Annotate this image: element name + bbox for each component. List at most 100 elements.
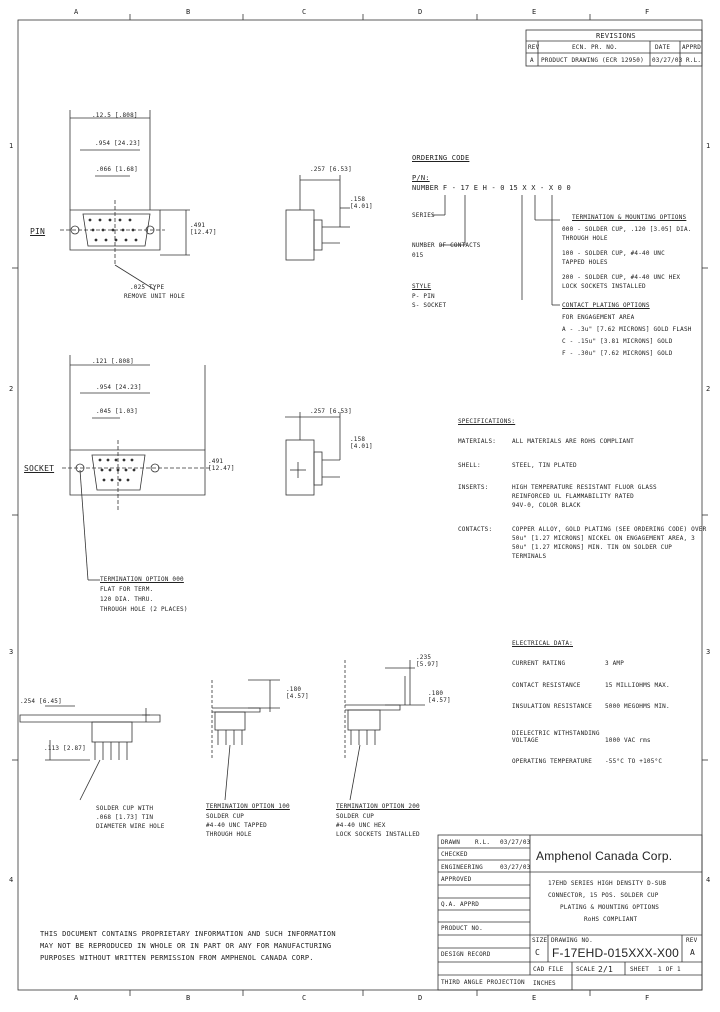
elec-key-dielectric: DIELECTRIC WITHSTANDING VOLTAGE <box>512 730 600 744</box>
row-label-1-right: 1 <box>706 142 711 150</box>
elec-key-current: CURRENT RATING <box>512 660 566 667</box>
spec-val-contacts-2: 50u" [1.27 MICRONS] MIN. TIN ON SOLDER C… <box>512 544 673 551</box>
socket-side-dim-top: .257 [6.53] <box>310 408 352 415</box>
socket-note-line1: FLAT FOR TERM. <box>100 586 154 593</box>
col-label-f-bottom: F <box>645 994 650 1002</box>
pin-side-dim-top: .257 [6.53] <box>310 166 352 173</box>
rev-header-apprd: APPRD <box>682 44 702 51</box>
spec-val-inserts-2: 94V-0, COLOR BLACK <box>512 502 581 509</box>
tb-checked-label: CHECKED <box>441 851 468 858</box>
pin-view-label: PIN <box>30 227 46 236</box>
bl-dim-side: .113 [2.87] <box>44 745 86 752</box>
elec-val-current: 3 AMP <box>605 660 625 667</box>
col-label-d-bottom: D <box>418 994 423 1002</box>
pin-note-text: REMOVE UNIT HOLE <box>124 293 185 300</box>
rev-value: A <box>690 948 696 957</box>
br-title: TERMINATION OPTION 200 <box>336 803 420 810</box>
spec-val-inserts-1: REINFORCED UL FLAMMABILITY RATED <box>512 493 634 500</box>
cad-file-label: CAD FILE <box>533 966 564 973</box>
term-option-3: TAPPED HOLES <box>562 259 608 266</box>
spec-key-contacts: CONTACTS: <box>458 526 493 533</box>
term-title: TERMINATION & MOUNTING OPTIONS <box>572 214 687 221</box>
title-desc-3: RoHS COMPLIANT <box>584 916 638 923</box>
br-dim2: .180 [4.57] <box>428 690 451 704</box>
title-desc-1: CONNECTOR, 15 POS. SOLDER CUP <box>548 892 659 899</box>
bm-dim: .180 [4.57] <box>286 686 309 700</box>
spec-val-shell: STEEL, TIN PLATED <box>512 462 577 469</box>
br-note-0: SOLDER CUP <box>336 813 375 820</box>
pin-side-dim-right: .158 [4.01] <box>350 196 373 210</box>
socket-note-line3: THROUGH HOLE (2 PLACES) <box>100 606 188 613</box>
title-desc-2: PLATING & MOUNTING OPTIONS <box>560 904 660 911</box>
spec-val-contacts-3: TERMINALS <box>512 553 547 560</box>
ordering-pn: NUMBER F - 17 E H - 0 15 X X - X 0 0 <box>412 184 571 192</box>
dwg-label: DRAWING NO. <box>551 937 593 944</box>
tb-projection-label: THIRD ANGLE PROJECTION <box>441 979 525 986</box>
bm-note-1: #4-40 UNC TAPPED <box>206 822 267 829</box>
plating-title: CONTACT PLATING OPTIONS <box>562 302 650 309</box>
spec-key-inserts: INSERTS: <box>458 484 489 491</box>
rev-header-rev: REV <box>528 44 540 51</box>
spec-val-inserts-0: HIGH TEMPERATURE RESISTANT FLUOR GLASS <box>512 484 657 491</box>
ordering-pn-label: P/N: <box>412 174 430 182</box>
col-label-f: F <box>645 8 650 16</box>
bm-title: TERMINATION OPTION 100 <box>206 803 290 810</box>
row-label-3-right: 3 <box>706 648 711 656</box>
col-label-c-bottom: C <box>302 994 307 1002</box>
pin-note-dim: .025 TYPE <box>130 284 165 291</box>
bl-note-2: DIAMETER WIRE HOLE <box>96 823 165 830</box>
bl-note-1: .068 [1.73] TIN <box>96 814 154 821</box>
col-label-c: C <box>302 8 307 16</box>
pin-dim-overall: .12.5 [.808] <box>92 112 138 119</box>
title-desc-0: 17EHD SERIES HIGH DENSITY D-SUB <box>548 880 667 887</box>
rev-header-ecn: ECN. PR. NO. <box>572 44 618 51</box>
size-label: SIZE <box>532 937 548 944</box>
spec-val-materials: ALL MATERIALS ARE ROHS COMPLIANT <box>512 438 634 445</box>
row-label-2: 2 <box>9 385 14 393</box>
rev-row-rev: A <box>530 57 534 64</box>
elec-val-dielectric: 1000 VAC rms <box>605 737 651 744</box>
plating-option-f: F - .30u" [7.62 MICRONS] GOLD <box>562 350 673 357</box>
drawing-number: F-17EHD-015XXX-X00 <box>552 946 679 960</box>
elec-key-insulation: INSULATION RESISTANCE <box>512 703 593 710</box>
pin-dim-height: .491 [12.47] <box>190 222 217 236</box>
bm-note-0: SOLDER CUP <box>206 813 245 820</box>
ordering-series-label: SERIES <box>412 212 435 219</box>
term-option-4: 200 - SOLDER CUP, #4-40 UNC HEX <box>562 274 681 281</box>
scale-label: SCALE <box>576 966 596 973</box>
elec-val-temperature: -55°C TO +105°C <box>605 758 663 765</box>
col-label-b: B <box>186 8 191 16</box>
tb-drawn-label: DRAWN <box>441 839 461 846</box>
socket-dim-overall: .121 [.808] <box>92 358 134 365</box>
tb-engineering-date: 03/27/03 <box>500 864 531 871</box>
ordering-contacts-value: 015 <box>412 252 424 259</box>
plating-sub: FOR ENGAGEMENT AREA <box>562 314 635 321</box>
rev-label: REV <box>686 937 698 944</box>
pin-dim-shell: .066 [1.68] <box>96 166 138 173</box>
term-option-0: 000 - SOLDER CUP, .120 [3.05] DIA. <box>562 226 692 233</box>
sheet-label: SHEET <box>630 966 650 973</box>
col-label-e: E <box>532 8 537 16</box>
spec-val-contacts-0: COPPER ALLOY, GOLD PLATING (SEE ORDERING… <box>512 526 707 533</box>
socket-dim-mounting: .954 [24.23] <box>96 384 142 391</box>
elec-key-resistance: CONTACT RESISTANCE <box>512 682 581 689</box>
tb-qa-label: Q.A. APPRD <box>441 901 480 908</box>
bl-note-0: SOLDER CUP WITH <box>96 805 154 812</box>
tb-approved-label: APPROVED <box>441 876 472 883</box>
term-option-2: 100 - SOLDER CUP, #4-40 UNC <box>562 250 665 257</box>
socket-dim-height: .491 [12.47] <box>208 458 235 472</box>
notice-line-2: PURPOSES WITHOUT WRITTEN PERMISSION FROM… <box>40 954 314 962</box>
col-label-a-bottom: A <box>74 994 79 1002</box>
socket-dim-shell: .045 [1.03] <box>96 408 138 415</box>
col-label-d: D <box>418 8 423 16</box>
elec-val-insulation: 5000 MEGOHMS MIN. <box>605 703 670 710</box>
tb-design-label: DESIGN RECORD <box>441 951 491 958</box>
plating-option-c: C - .15u" [3.81 MICRONS] GOLD <box>562 338 673 345</box>
ordering-style-label: STYLE <box>412 283 432 290</box>
term-option-5: LOCK SOCKETS INSTALLED <box>562 283 646 290</box>
pin-dim-mounting: .954 [24.23] <box>95 140 141 147</box>
row-label-4: 4 <box>9 876 14 884</box>
row-label-1: 1 <box>9 142 14 150</box>
socket-view-label: SOCKET <box>24 464 55 473</box>
